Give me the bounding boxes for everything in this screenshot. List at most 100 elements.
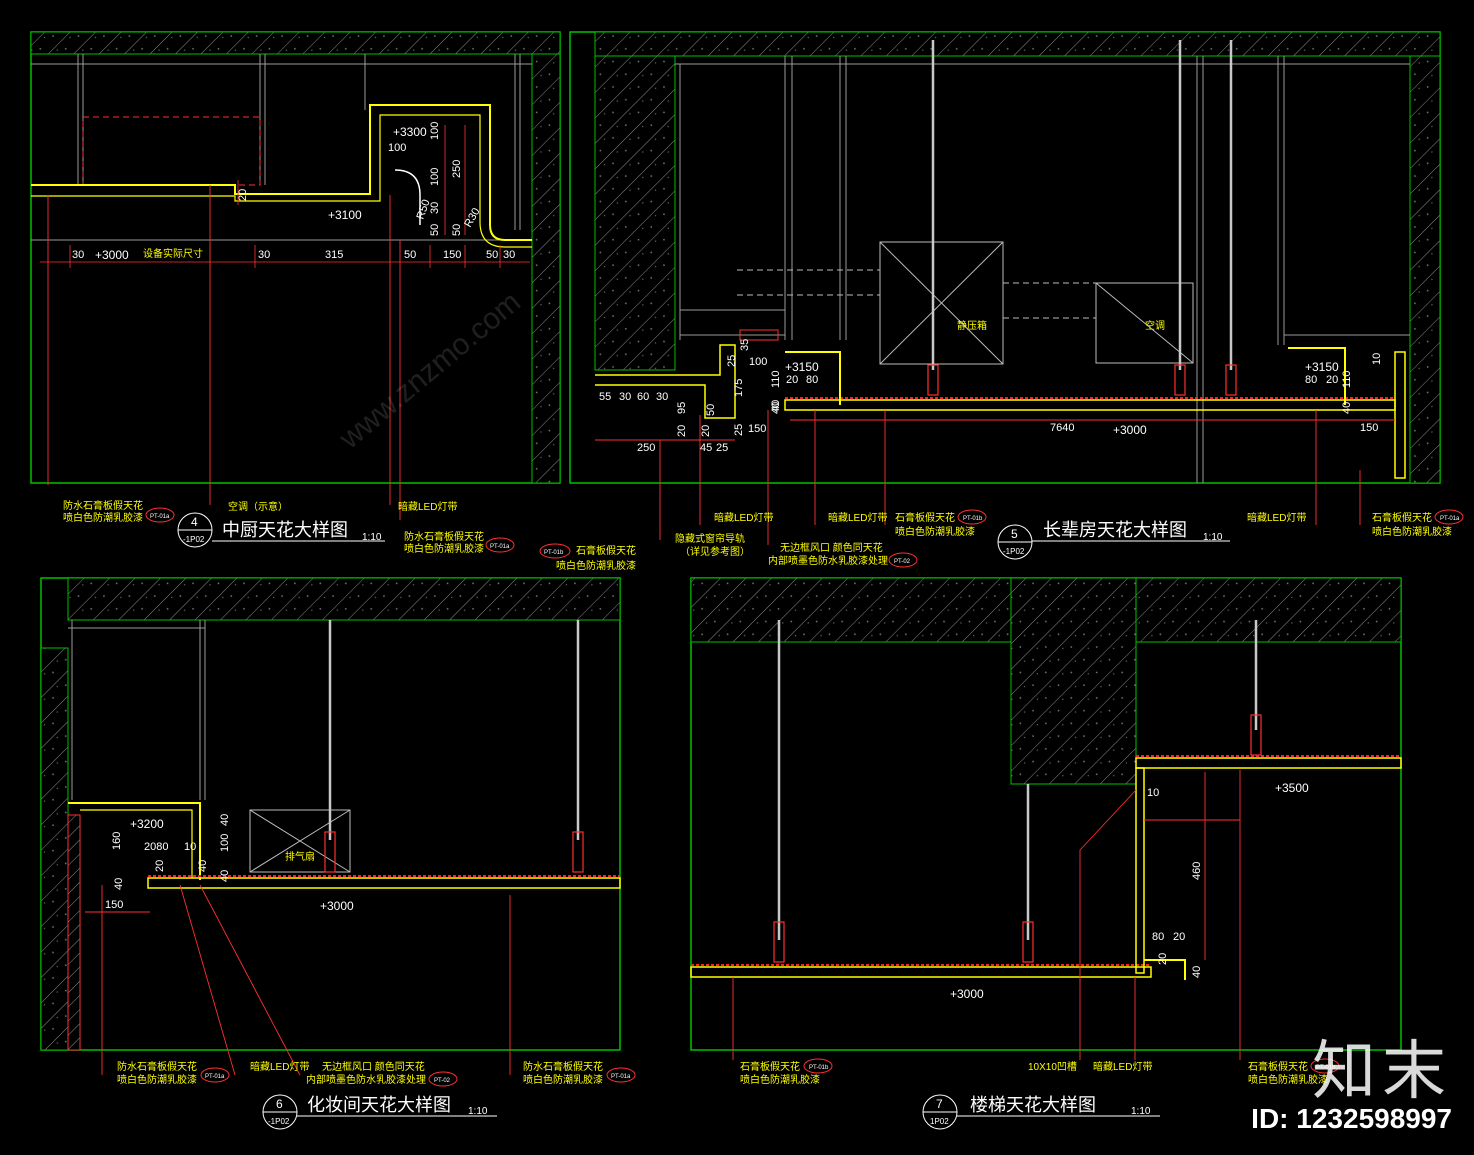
panel-6-level-3000: +3000 [320,899,354,913]
panel-7-callout-4: 石膏板假天花 喷白色防潮乳胶漆 PT-01b [1248,1058,1340,1086]
material-tag-text: PT-01a [1440,516,1460,522]
dim: 95 [676,402,688,414]
callout-text: 内部喷墨色防水乳胶漆处理 [768,554,888,567]
panel-6-callout-4: 防水石膏板假天花 喷白色防潮乳胶漆 PT-01a [523,1060,636,1086]
panel-6-leaders [85,884,511,1076]
material-tag [803,1058,833,1074]
dim: 20 [700,425,712,437]
panel-4-dim-315: 315 [325,249,343,261]
dim: 60 [637,391,649,403]
dim: 10 [184,841,196,853]
material-tag [485,537,515,553]
panel-5-level-3000: +3000 [1113,423,1147,437]
panel-4-callout-3: 暗藏LED灯带 [398,500,457,513]
panel-7-title: 楼梯天花大样图 [970,1095,1096,1115]
callout-text: 喷白色防潮乳胶漆 [740,1073,820,1086]
panel-4-title-block: 4 -1P02 中厨天花大样图 1:10 [177,512,385,548]
dim: 20 [1326,374,1338,386]
panel-6-level-3200: +3200 [130,817,164,831]
panel-7-dimension-labels: 10 460 80 20 20 40 [1147,787,1203,978]
panel-5-elder-room-ceiling: 静压箱 空调 +3150 +3000 [539,31,1464,572]
panel-4-dim-30b: 30 [72,249,84,261]
callout-text: 喷白色防潮乳胶漆 [556,559,636,572]
dim: 100 [219,834,231,852]
panel-5-ceiling-board [784,399,1396,411]
material-tag-text: PT-01a [205,1074,225,1080]
panel-4-dim-100b: 100 [429,122,441,140]
material-tag-text: PT-01b [809,1065,829,1071]
material-tag [1434,509,1464,525]
material-tag [428,1071,458,1087]
panel-4-dim-250: 250 [451,160,463,178]
callout-text: 喷白色防潮乳胶漆 [404,542,484,555]
callout-text: 石膏板假天花 [1372,511,1432,524]
material-tag [145,507,175,523]
panel-6-dimension-labels: 160 2080 10 40 100 40 20 40 40 150 [105,814,231,911]
callout-text: 喷白色防潮乳胶漆 [1248,1073,1328,1086]
panel-6-wall-hatch [40,647,69,1051]
callout-text: 防水石膏板假天花 [404,530,484,543]
panel-5-right-wall-edge [1394,351,1406,479]
panel-7-upper-ceiling-board [1135,757,1402,769]
panel-4-dim-30d: 30 [503,249,515,261]
panel-7-staircase-ceiling: +3500 +3000 10 460 80 20 20 40 石膏板假天花 喷白… [690,577,1402,1130]
panel-4-level-3100: +3100 [328,208,362,222]
sheet-number: -1P02 [183,535,205,544]
dim: 40 [770,400,782,412]
panel-7-scale: 1:10 [1131,1106,1151,1117]
panel-7-lower-ceiling-board [690,966,1152,978]
dim: 20 [154,860,166,872]
panel-4-grid-lines [31,54,532,241]
panel-6-hangers [328,620,580,840]
watermark: 知末 ID: 1232598997 [1251,1039,1452,1135]
callout-text: 喷白色防潮乳胶漆 [523,1073,603,1086]
dim: 55 [599,391,611,403]
panel-5-hanger-clips [927,364,1237,396]
dim: 175 [733,379,745,397]
panel-5-frame [569,31,1441,484]
panel-4-scale: 1:10 [362,532,382,543]
callout-text: 石膏板假天花 [895,511,955,524]
callout-text: 防水石膏板假天花 [523,1060,603,1073]
panel-5-leaders [595,410,1395,545]
detail-number: 5 [1011,527,1018,541]
panel-4-level-3300: +3300 [393,125,427,139]
panel-7-title-block: 7 1P02 楼梯天花大样图 1:10 [922,1094,1160,1130]
panel-4-callout-4: 防水石膏板假天花 喷白色防潮乳胶漆 PT-01a [404,530,515,555]
panel-6-callout-2: 暗藏LED灯带 [250,1060,309,1073]
dim: 250 [637,442,655,454]
dim: 2080 [144,841,168,853]
dim: 100 [749,356,767,368]
panel-4-leaders [47,185,401,520]
panel-5-callout-8: 石膏板假天花 喷白色防潮乳胶漆 PT-01a [1372,509,1464,538]
panel-6-hanger-clips [324,831,584,873]
detail-number: 6 [276,1097,283,1111]
site-watermark: www.znzmo.com [333,285,527,456]
panel-6-label-fan: 排气扇 [285,850,315,863]
panel-5-label-plenum: 静压箱 [957,319,987,332]
panel-5-hvac-box [737,241,1194,365]
callout-text: 无边框风口 颜色同天花 [322,1060,425,1073]
dim: 40 [1191,966,1203,978]
watermark-id: ID: 1232598997 [1251,1103,1452,1134]
callout-text: 喷白色防潮乳胶漆 [895,525,975,538]
panel-4-dim-100a: 100 [388,142,406,154]
dim: 45 [700,442,712,454]
panel-5-left-cove [785,351,841,405]
callout-text: 隐藏式窗帘导轨 [675,532,745,545]
panel-4-dim-50c: 50 [404,249,416,261]
material-tag-text: PT-02 [894,559,911,565]
panel-4-dim-30c: 30 [258,249,270,261]
dim: 25 [726,355,738,367]
dim: 35 [739,339,751,351]
dim: 30 [656,391,668,403]
dim: 150 [1360,422,1378,434]
panel-5-label-ac: 空调 [1145,319,1165,332]
panel-6-ceiling-board [147,877,621,889]
panel-7-level-3500: +3500 [1275,781,1309,795]
panel-4-level-3000: +3000 [95,248,129,262]
dim: 160 [111,832,123,850]
panel-4-dim-r50: R50 [415,198,433,221]
panel-5-callout-1: 石膏板假天花 喷白色防潮乳胶漆 PT-01b [539,543,636,572]
